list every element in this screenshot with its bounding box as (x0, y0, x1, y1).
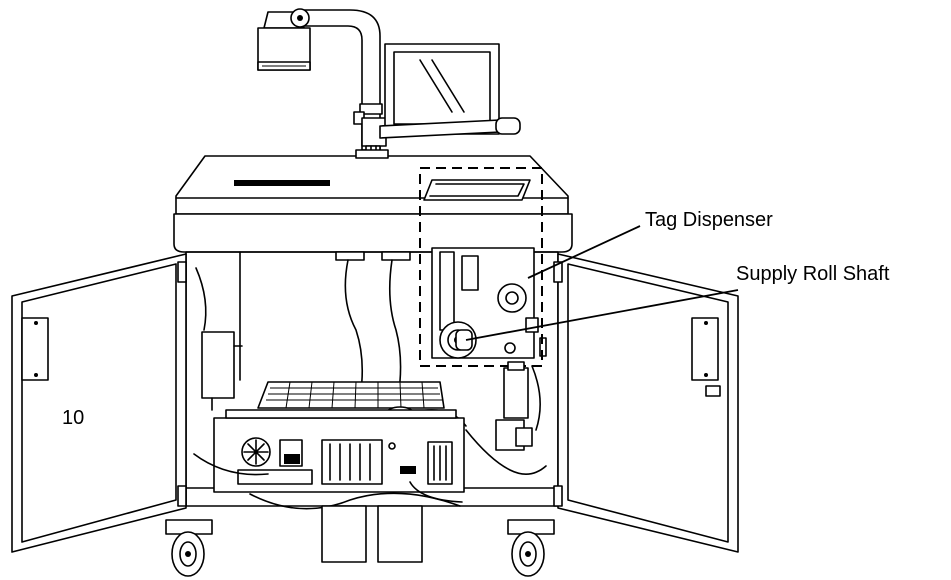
tag-dispenser-label: Tag Dispenser (645, 209, 773, 231)
caster-wheel-right (511, 531, 545, 577)
caster-wheel-left (171, 531, 205, 577)
supply-roll-shaft (439, 321, 477, 359)
right-door (553, 253, 739, 553)
cart-base (165, 505, 555, 563)
cables (193, 429, 547, 510)
supply-roll-shaft-leader (465, 289, 739, 341)
monitor (379, 43, 521, 139)
cart-top (173, 149, 573, 253)
left-door (11, 253, 187, 553)
tag-dispenser-leader (527, 225, 641, 279)
document-camera (257, 8, 387, 163)
power-supply (195, 267, 243, 411)
pc-tower (213, 409, 465, 493)
printer-unit (495, 337, 547, 451)
keyboard (257, 381, 445, 409)
door-number-label: 10 (62, 407, 85, 429)
supply-roll-shaft-label: Supply Roll Shaft (736, 263, 890, 285)
